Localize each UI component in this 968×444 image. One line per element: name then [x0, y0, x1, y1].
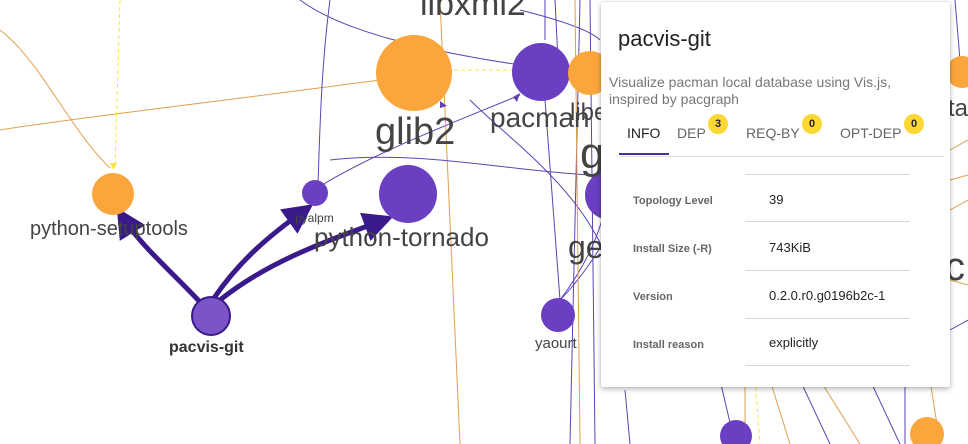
tab-opt-dep-label: OPT-DEP: [840, 125, 902, 141]
tab-dep[interactable]: DEP 3: [677, 114, 728, 154]
graph-edge: [0, 29, 111, 169]
opt-dep-count-badge: 0: [904, 114, 924, 134]
graph-edge: [949, 279, 968, 286]
graph-edge: [114, 0, 121, 169]
arrowhead: [440, 101, 447, 108]
package-name-title: pacvis-git: [618, 26, 711, 51]
info-label: Version: [633, 291, 673, 303]
graph-edge: [754, 379, 761, 444]
tab-req-by[interactable]: REQ-BY 0: [746, 114, 822, 154]
info-label: Install reason: [633, 339, 704, 351]
node-label-c-partial: c: [945, 245, 965, 289]
table-divider: [745, 318, 910, 319]
graph-node-right-edge[interactable]: [946, 56, 968, 88]
node-label-pyalpm: pyalpm: [295, 211, 334, 225]
node-label-pacvis-git: pacvis-git: [169, 339, 244, 356]
graph-node-pyalpm[interactable]: [302, 180, 328, 206]
graph-node-bottom-orange[interactable]: [910, 417, 944, 444]
graph-edge: [869, 379, 901, 444]
graph-node-pacvis-git[interactable]: [191, 296, 231, 336]
arrowhead: [513, 93, 520, 102]
table-divider: [745, 221, 910, 222]
table-divider: [745, 174, 910, 175]
tab-info[interactable]: INFO: [619, 114, 669, 155]
req-by-count-badge: 0: [802, 114, 822, 134]
tab-active-indicator: [619, 153, 669, 155]
graph-edge: [949, 319, 968, 331]
graph-node-bottom-purple[interactable]: [720, 420, 752, 444]
graph-labels: libxml2 glib2 pacman python-setuptools p…: [30, 0, 968, 356]
info-label: Install Size (-R): [633, 243, 712, 255]
node-label-glib2: glib2: [375, 111, 455, 153]
node-label-ge-partial: ge: [568, 229, 604, 265]
tab-opt-dep[interactable]: OPT-DEP 0: [840, 114, 924, 154]
info-row-topology-level: Topology Level 39: [619, 174, 919, 222]
info-value: explicitly: [769, 335, 819, 350]
info-row-version: Version 0.2.0.r0.g0196b2c-1: [619, 270, 919, 318]
graph-node-pacman[interactable]: [512, 43, 570, 101]
tab-dep-label: DEP: [677, 125, 706, 141]
graph-edge: [0, 79, 381, 131]
node-label-python-setuptools: python-setuptools: [30, 218, 188, 240]
graph-node-yaourt[interactable]: [541, 298, 575, 332]
package-info-panel: pacvis-git Visualize pacman local databa…: [601, 2, 950, 387]
graph-edge: [799, 379, 831, 444]
graph-node-python-setuptools[interactable]: [92, 173, 134, 215]
arrowhead: [110, 163, 117, 170]
info-tabs: INFO DEP 3 REQ-BY 0 OPT-DEP 0: [619, 114, 944, 158]
node-label-pacman: pacman: [490, 102, 590, 133]
node-label-yaourt: yaourt: [535, 335, 578, 352]
package-description: Visualize pacman local database using Vi…: [609, 74, 891, 107]
dependency-edge-pyalpm: [211, 204, 314, 300]
graph-edge: [317, 0, 331, 186]
node-label-g-partial: g: [580, 129, 604, 178]
table-divider: [745, 270, 910, 271]
graph-node-glib2[interactable]: [376, 35, 452, 111]
selected-node-edges: [116, 204, 394, 304]
graph-edge: [299, 0, 521, 66]
info-row-install-size: Install Size (-R) 743KiB: [619, 222, 919, 270]
graph-edge: [624, 389, 631, 444]
graph-node-python-tornado[interactable]: [379, 165, 437, 223]
graph-edge: [519, 9, 601, 41]
info-row-install-reason: Install reason explicitly: [619, 318, 919, 366]
info-value: 0.2.0.r0.g0196b2c-1: [769, 288, 886, 303]
info-label: Topology Level: [633, 195, 713, 207]
graph-edge: [329, 156, 591, 176]
edge-arrowheads: [110, 93, 520, 170]
graph-edge: [949, 199, 968, 211]
graph-edge: [819, 379, 861, 444]
node-label-python-tornado: python-tornado: [314, 222, 489, 252]
info-value: 743KiB: [769, 240, 811, 255]
dep-count-badge: 3: [708, 114, 728, 134]
graph-edge: [949, 139, 968, 151]
tab-info-label: INFO: [627, 125, 661, 141]
graph-edge: [769, 379, 791, 444]
graph-edge: [954, 0, 961, 61]
tab-req-by-label: REQ-BY: [746, 125, 800, 141]
table-divider: [745, 365, 910, 366]
dependency-edge-setuptools: [116, 207, 202, 304]
node-label-libxml2: libxml2: [420, 0, 526, 23]
graph-edge: [544, 99, 561, 301]
node-label-ta-partial: ta: [948, 95, 968, 122]
dependency-edge-tornado: [218, 212, 394, 302]
graph-edge: [949, 174, 968, 181]
info-value: 39: [769, 192, 784, 207]
tabs-divider: [619, 156, 944, 157]
graph-edge: [321, 94, 521, 186]
